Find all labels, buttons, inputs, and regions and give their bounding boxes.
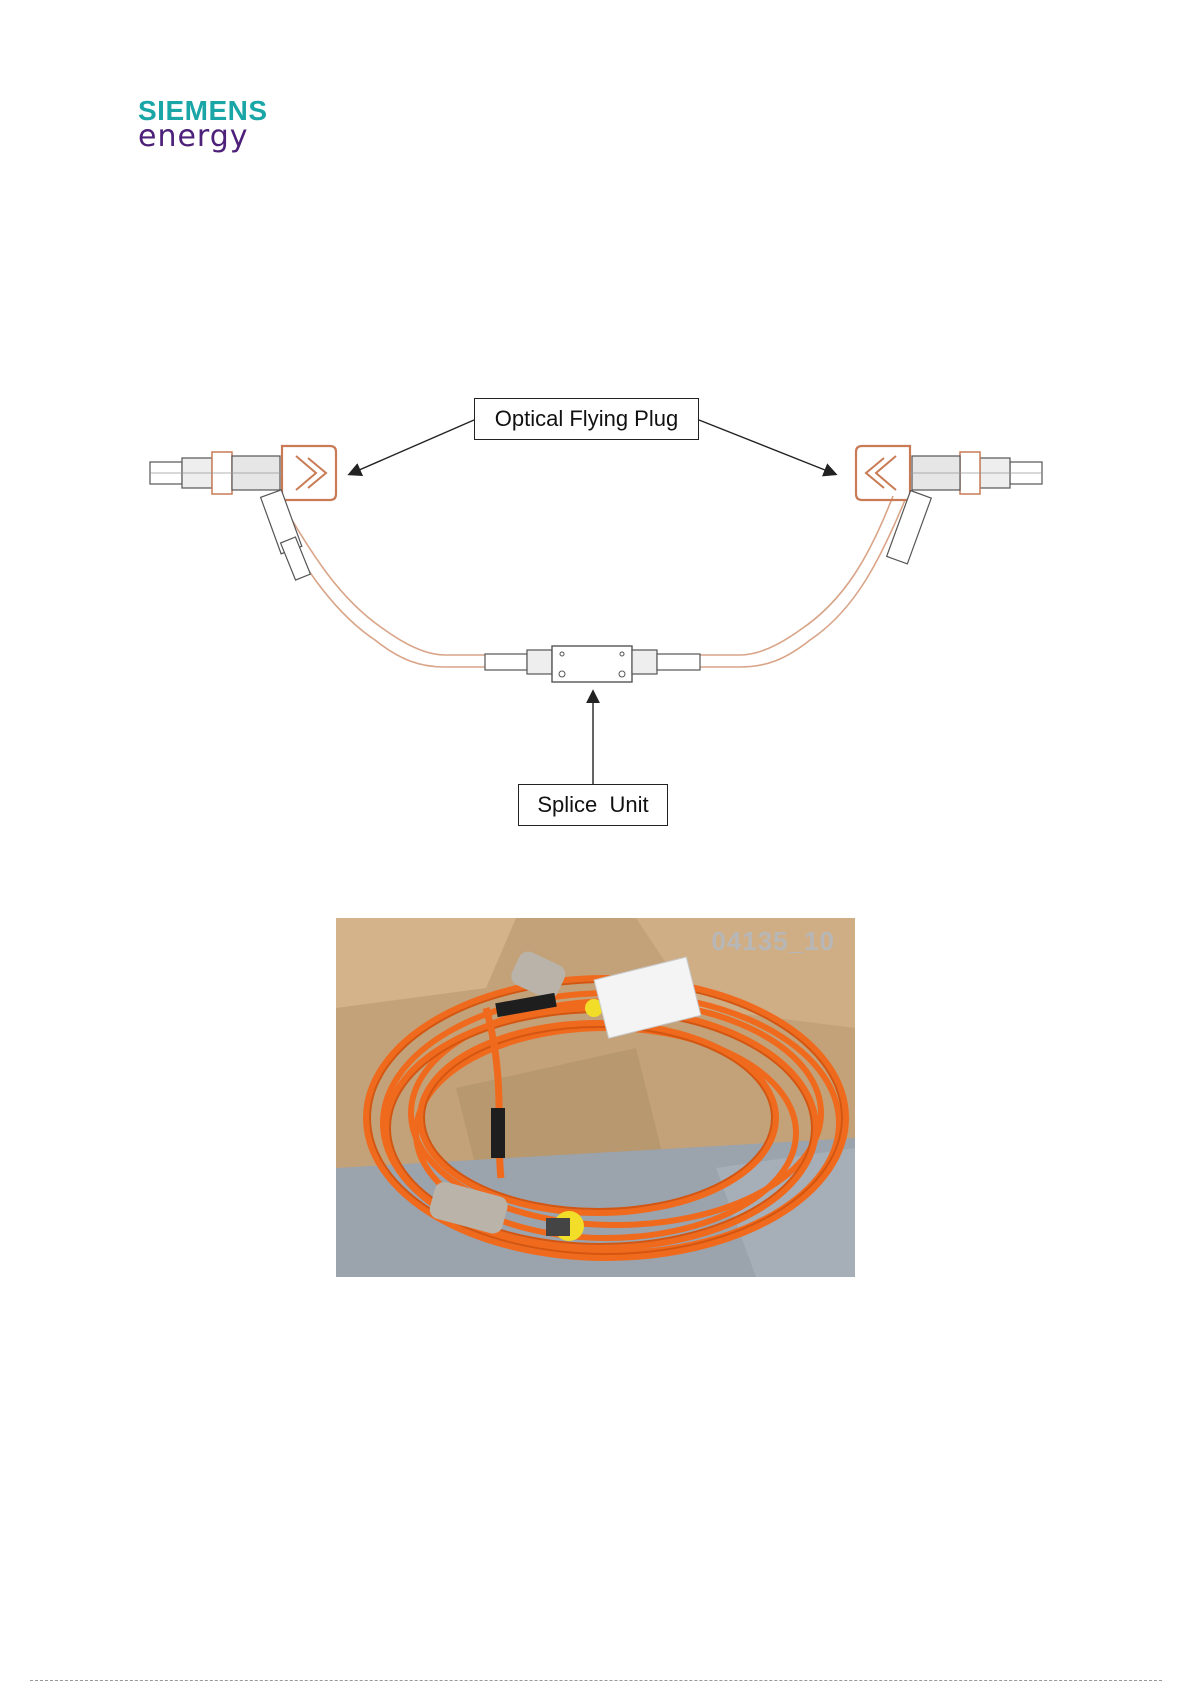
logo-line-energy: energy [138, 124, 288, 150]
photo-reference-stamp: 04135_10 [711, 926, 835, 957]
splice-unit-label: Splice Unit [518, 784, 668, 826]
siemens-energy-logo: SIEMENS energy [138, 98, 288, 150]
left-flying-plug [150, 446, 336, 580]
optical-flying-plug-label: Optical Flying Plug [474, 398, 699, 440]
footer-rule [30, 1680, 1162, 1681]
callout-arrows [350, 420, 835, 784]
splice-unit [485, 646, 700, 682]
cable-run [265, 496, 905, 667]
cable-photo-drawing [336, 918, 855, 1277]
cable-schematic-diagram [0, 380, 1192, 840]
cable-photo: 04135_10 [336, 918, 855, 1277]
